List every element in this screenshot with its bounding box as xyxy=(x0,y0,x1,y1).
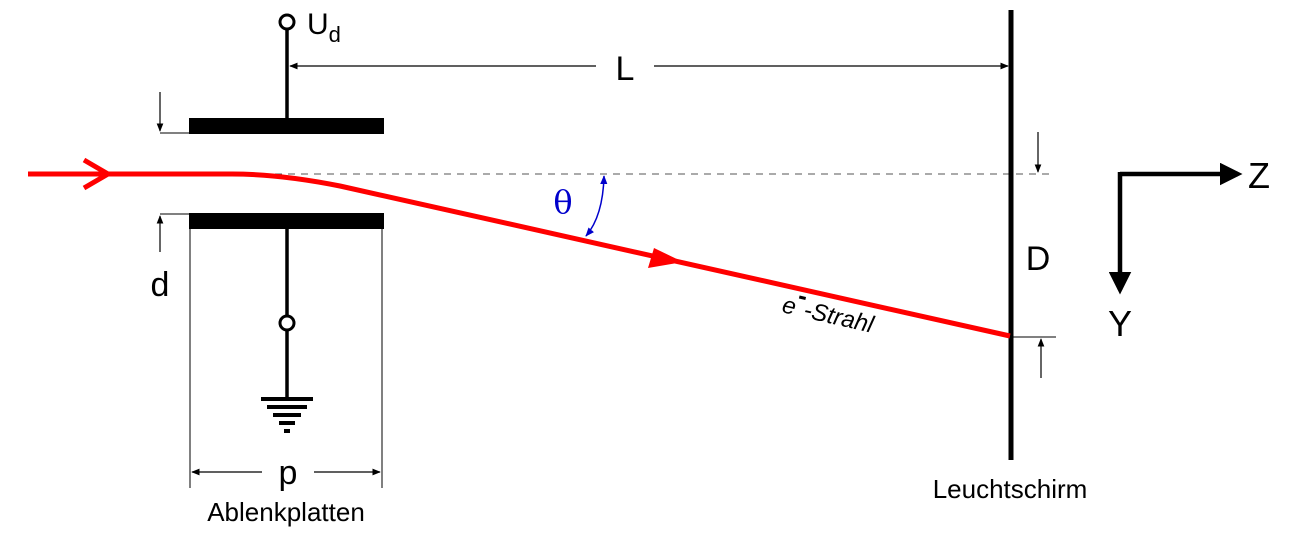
upper-terminal xyxy=(278,13,296,31)
axis-y-label: Y xyxy=(1108,303,1132,344)
length-label: L xyxy=(616,50,635,88)
upper-deflection-plate xyxy=(189,118,384,134)
screen-caption: Leuchtschirm xyxy=(933,474,1088,504)
electron-beam xyxy=(28,171,1011,339)
beam-direction-arrow-icon xyxy=(82,157,113,191)
plate-gap-label: d xyxy=(151,266,170,304)
axis-z-label: Z xyxy=(1248,155,1270,196)
angle-label: θ xyxy=(553,183,572,221)
plate-length-label: p xyxy=(279,454,298,492)
lower-deflection-plate xyxy=(189,213,384,229)
lower-terminal xyxy=(278,314,296,332)
voltage-label: Ud xyxy=(307,8,341,47)
angle-arc xyxy=(585,175,608,237)
ground-icon xyxy=(261,397,313,433)
plates-caption: Ablenkplatten xyxy=(207,497,365,527)
deflection-label: D xyxy=(1026,240,1051,278)
beam-direction-arrowhead-icon xyxy=(648,248,683,268)
